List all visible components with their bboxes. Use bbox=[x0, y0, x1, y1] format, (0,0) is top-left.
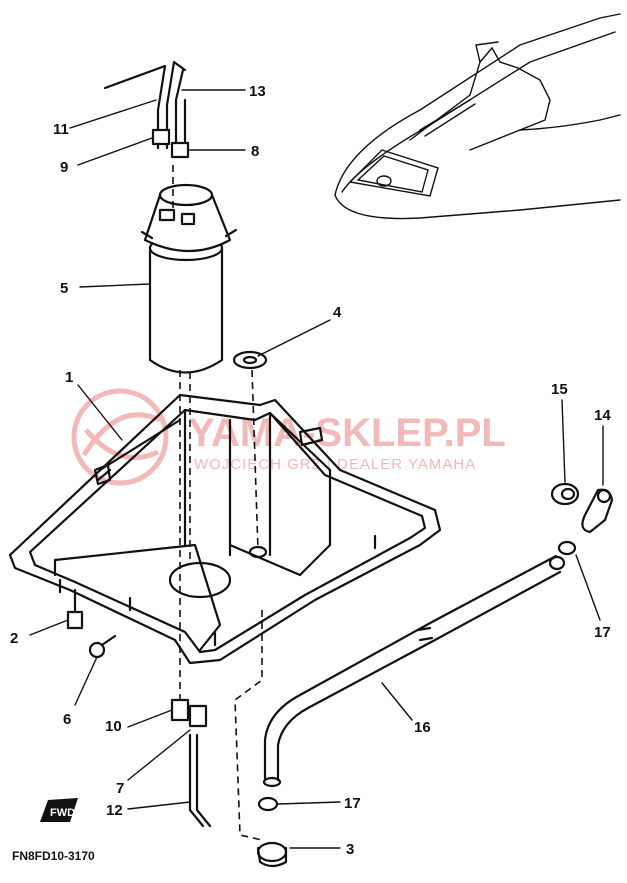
part-label: 13 bbox=[249, 83, 266, 100]
figure-code: FN8FD10-3170 bbox=[12, 849, 95, 863]
part-label: 15 bbox=[551, 381, 568, 398]
part-label: 6 bbox=[63, 711, 71, 728]
part-label: 9 bbox=[60, 159, 68, 176]
part-label: 2 bbox=[10, 630, 18, 647]
part-labels: 1 2 3 4 5 6 7 8 9 10 11 12 13 14 15 16 1… bbox=[10, 83, 611, 858]
part-label: 17 bbox=[344, 795, 361, 812]
bolts bbox=[66, 588, 117, 659]
part-label: 14 bbox=[594, 407, 611, 424]
part-label: 7 bbox=[116, 780, 124, 797]
part-label: 5 bbox=[60, 280, 68, 297]
part-label: 10 bbox=[105, 718, 122, 735]
part-label: 16 bbox=[414, 719, 431, 736]
upper-fittings bbox=[550, 482, 614, 534]
watercraft-outline bbox=[334, 13, 621, 220]
part-label: 4 bbox=[333, 304, 342, 321]
part-label: 11 bbox=[53, 121, 69, 138]
part-label: 17 bbox=[594, 624, 611, 641]
watermark-logo-swoosh bbox=[81, 412, 162, 461]
part-label: 1 bbox=[65, 369, 73, 386]
assembly-lines bbox=[172, 165, 263, 841]
watermark-logo bbox=[71, 388, 169, 486]
hose bbox=[262, 554, 566, 788]
part-label: 8 bbox=[251, 143, 259, 160]
leader-lines bbox=[29, 89, 604, 849]
direction-marker: FWD bbox=[40, 798, 78, 822]
fuel-filter-assembly bbox=[103, 60, 268, 374]
bracket-frame bbox=[8, 393, 442, 665]
lower-fittings bbox=[170, 698, 212, 828]
clamps bbox=[256, 540, 577, 868]
direction-marker-text: FWD bbox=[50, 807, 75, 819]
part-label: 3 bbox=[346, 841, 354, 858]
part-label: 12 bbox=[106, 802, 123, 819]
